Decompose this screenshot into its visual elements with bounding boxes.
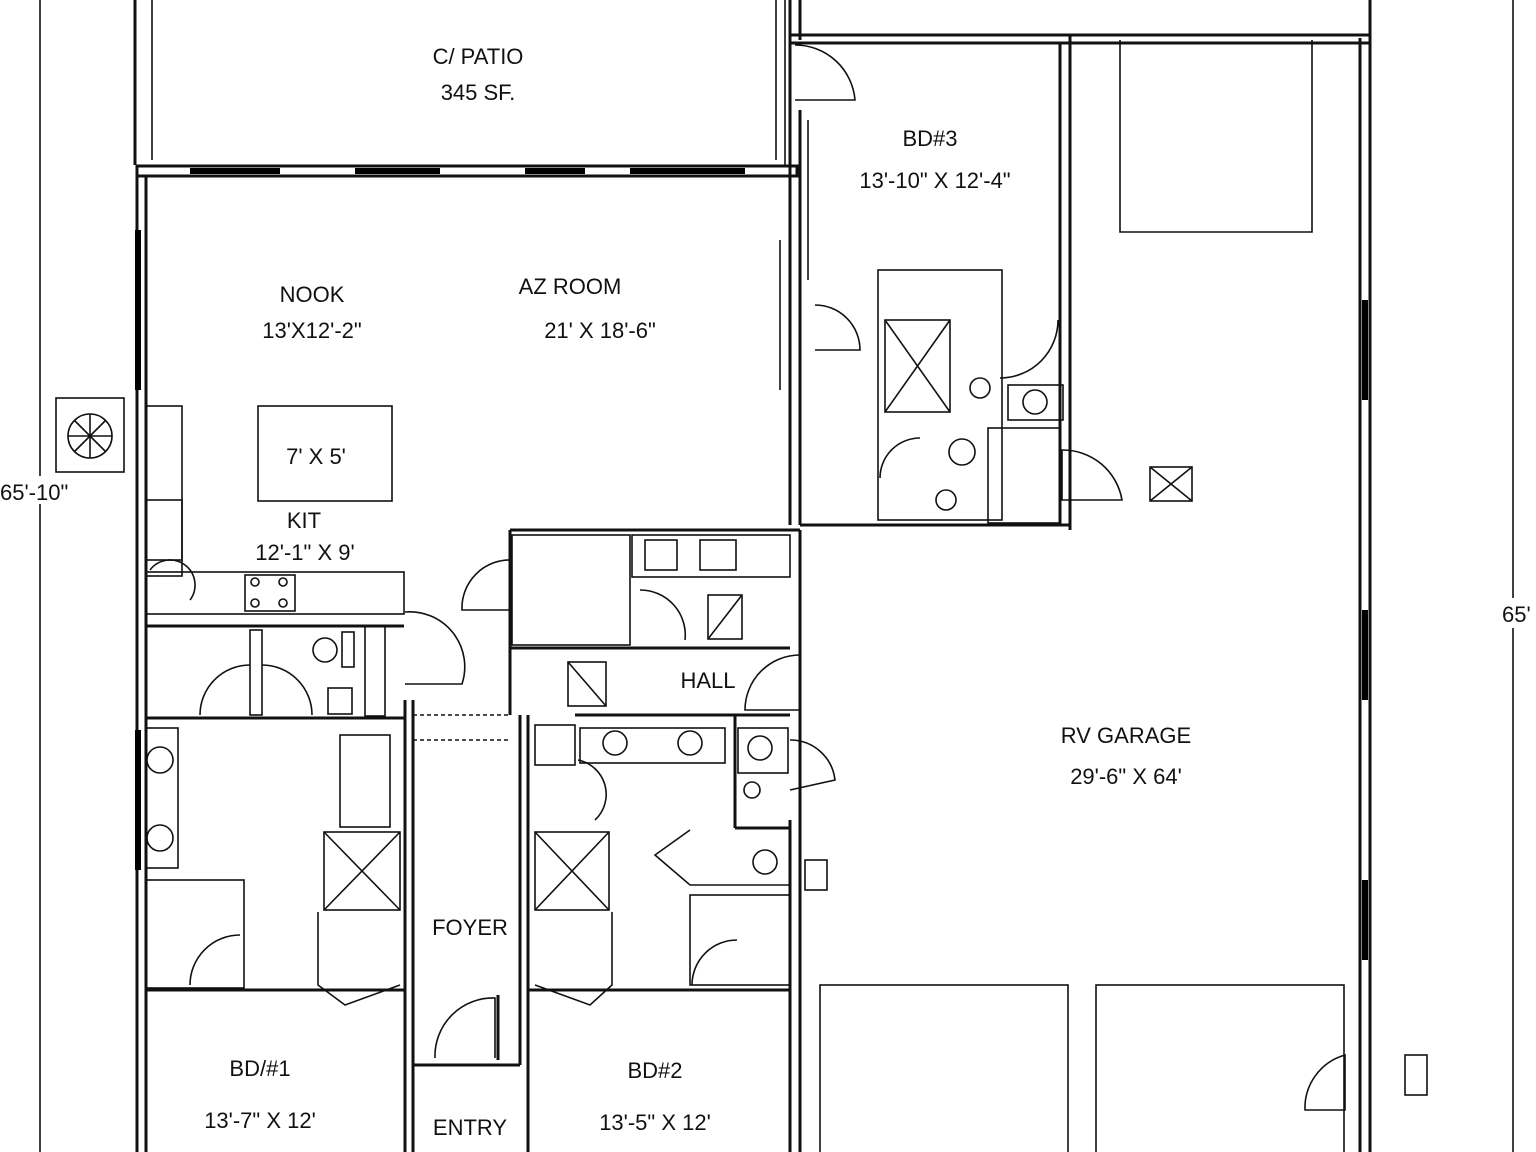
bd3-size: 13'-10" X 12'-4" — [859, 168, 1010, 193]
patio-size: 345 SF. — [441, 80, 516, 105]
kit-size: 12'-1" X 9' — [255, 540, 354, 565]
rv-garage — [819, 0, 1428, 1152]
patio — [133, 0, 786, 165]
kit-label: KIT — [287, 508, 321, 533]
az-room-size: 21' X 18'-6" — [544, 318, 656, 343]
hall-label: HALL — [680, 668, 735, 693]
patio-label: C/ PATIO — [433, 44, 524, 69]
exterior-walls — [135, 0, 1072, 1152]
foyer-label: FOYER — [432, 915, 508, 940]
bd2-bath — [528, 715, 836, 1006]
left-dimension-label: 65'-10" — [0, 480, 68, 505]
kitchen — [145, 405, 405, 615]
hall-area — [461, 530, 801, 717]
island-size: 7' X 5' — [286, 444, 346, 469]
foyer — [403, 700, 530, 1152]
rv-garage-size: 29'-6" X 64' — [1070, 764, 1182, 789]
rv-garage-label: RV GARAGE — [1061, 723, 1191, 748]
nook-size: 13'X12'-2" — [262, 318, 361, 343]
az-room-label: AZ ROOM — [519, 274, 622, 299]
entry-label: ENTRY — [433, 1115, 507, 1140]
bd1-label: BD/#1 — [229, 1056, 290, 1081]
ac-unit — [55, 397, 125, 473]
bd3-bath — [794, 44, 1123, 524]
bd2-size: 13'-5" X 12' — [599, 1110, 711, 1135]
nook-label: NOOK — [280, 282, 345, 307]
bd1-size: 13'-7" X 12' — [204, 1108, 316, 1133]
bd1-bath — [145, 611, 466, 1006]
bd2-label: BD#2 — [627, 1058, 682, 1083]
bd3-label: BD#3 — [902, 126, 957, 151]
room-labels: C/ PATIO 345 SF. NOOK 13'X12'-2" AZ ROOM… — [204, 44, 1191, 1140]
right-dimension-label: 65' — [1502, 602, 1531, 627]
